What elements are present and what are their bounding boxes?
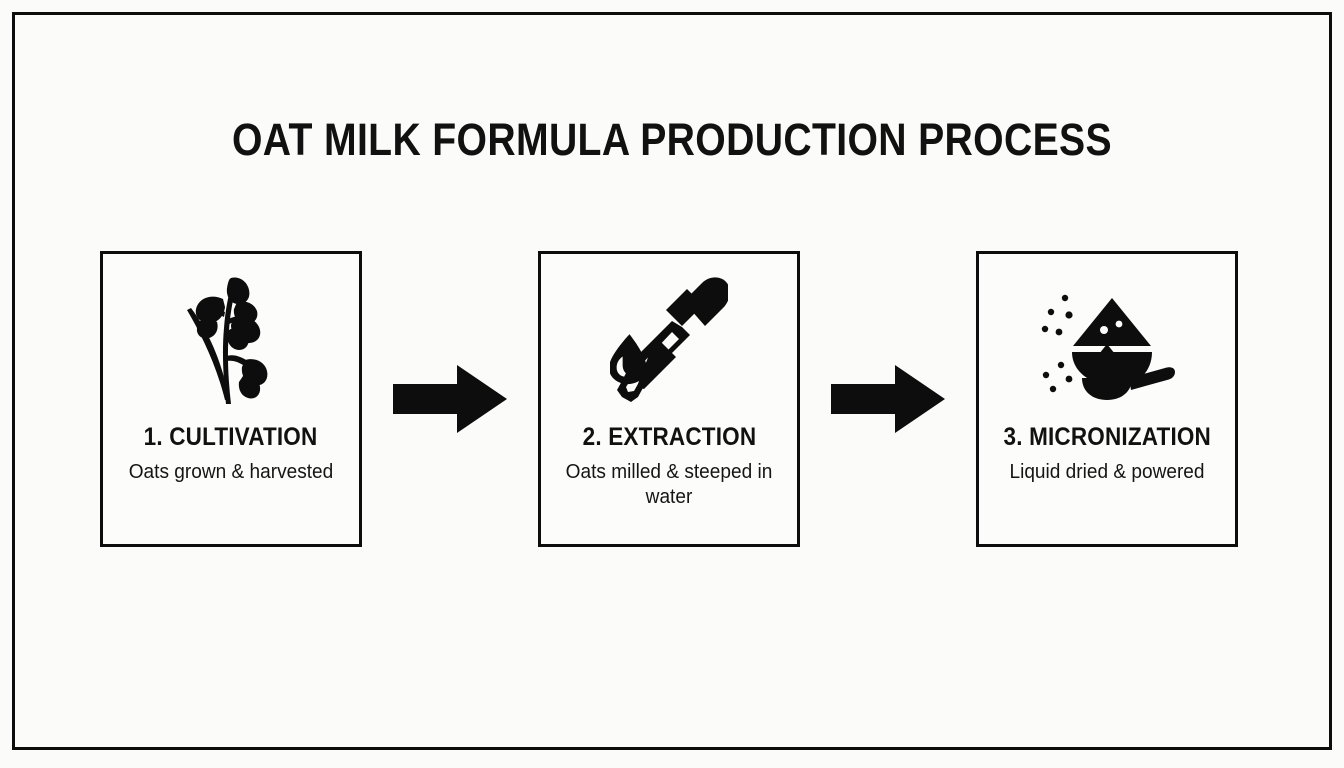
step-heading: 3. MICRONIZATION bbox=[1003, 423, 1211, 451]
step-card-extraction[interactable]: 2. EXTRACTION Oats milled & steeped in w… bbox=[538, 251, 800, 547]
step-card-cultivation[interactable]: 1. CULTIVATION Oats grown & harvested bbox=[100, 251, 362, 547]
oat-stalk-icon bbox=[103, 254, 359, 424]
step-subtitle: Liquid dried & powered bbox=[1009, 459, 1205, 483]
process-flow-row: 1. CULTIVATION Oats grown & harvested bbox=[100, 251, 1238, 547]
page-title: OAT MILK FORMULA PRODUCTION PROCESS bbox=[231, 114, 1112, 165]
step-card-micronization[interactable]: 3. MICRONIZATION Liquid dried & powered bbox=[976, 251, 1238, 547]
arrow-step-1-to-2 bbox=[392, 364, 508, 434]
step-heading: 2. EXTRACTION bbox=[582, 423, 756, 451]
dropper-pipette-icon bbox=[541, 254, 797, 424]
powder-scoop-icon bbox=[979, 254, 1235, 424]
step-subtitle: Oats grown & harvested bbox=[128, 459, 334, 483]
step-heading: 1. CULTIVATION bbox=[144, 423, 318, 451]
arrow-step-2-to-3 bbox=[830, 364, 946, 434]
step-subtitle: Oats milled & steeped in water bbox=[565, 459, 773, 508]
